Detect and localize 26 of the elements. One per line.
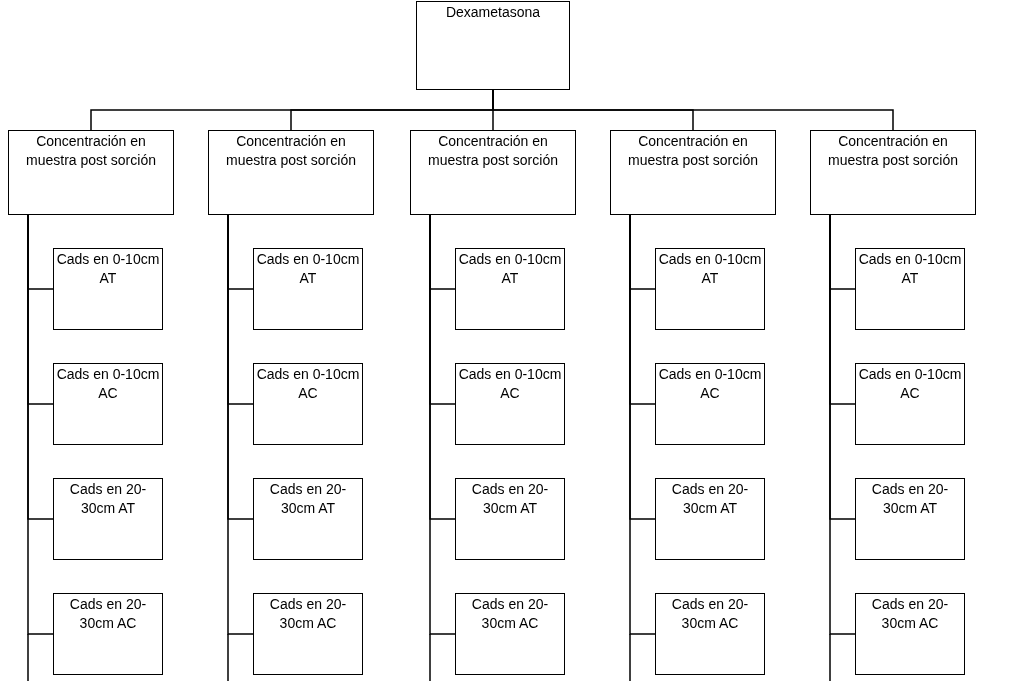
process-box: Cads en 20-30cm AT bbox=[455, 478, 565, 560]
process-box: Cads en 20-30cm AT bbox=[855, 478, 965, 560]
process-box: Cads en 20-30cm AC bbox=[855, 593, 965, 675]
process-box: Concentración en muestra post sorción bbox=[8, 130, 174, 215]
process-box: Cads en 0-10cm AT bbox=[855, 248, 965, 330]
process-box: Cads en 20-30cm AC bbox=[455, 593, 565, 675]
process-box: Concentración en muestra post sorción bbox=[810, 130, 976, 215]
process-box: Concentración en muestra post sorción bbox=[610, 130, 776, 215]
process-box: Cads en 0-10cm AC bbox=[253, 363, 363, 445]
root-box: Dexametasona bbox=[416, 1, 570, 90]
process-box: Cads en 0-10cm AC bbox=[655, 363, 765, 445]
process-box: Cads en 20-30cm AT bbox=[655, 478, 765, 560]
process-box: Cads en 0-10cm AT bbox=[253, 248, 363, 330]
process-box: Concentración en muestra post sorción bbox=[208, 130, 374, 215]
process-box: Cads en 0-10cm AC bbox=[455, 363, 565, 445]
process-box: Cads en 20-30cm AT bbox=[53, 478, 163, 560]
process-box: Cads en 0-10cm AT bbox=[655, 248, 765, 330]
process-box: Cads en 20-30cm AC bbox=[253, 593, 363, 675]
process-box: Cads en 20-30cm AC bbox=[655, 593, 765, 675]
process-box: Cads en 0-10cm AT bbox=[455, 248, 565, 330]
process-box: Cads en 20-30cm AT bbox=[253, 478, 363, 560]
process-box: Concentración en muestra post sorción bbox=[410, 130, 576, 215]
process-box: Cads en 0-10cm AC bbox=[53, 363, 163, 445]
process-box: Cads en 0-10cm AC bbox=[855, 363, 965, 445]
process-box: Cads en 20-30cm AC bbox=[53, 593, 163, 675]
process-box: Cads en 0-10cm AT bbox=[53, 248, 163, 330]
